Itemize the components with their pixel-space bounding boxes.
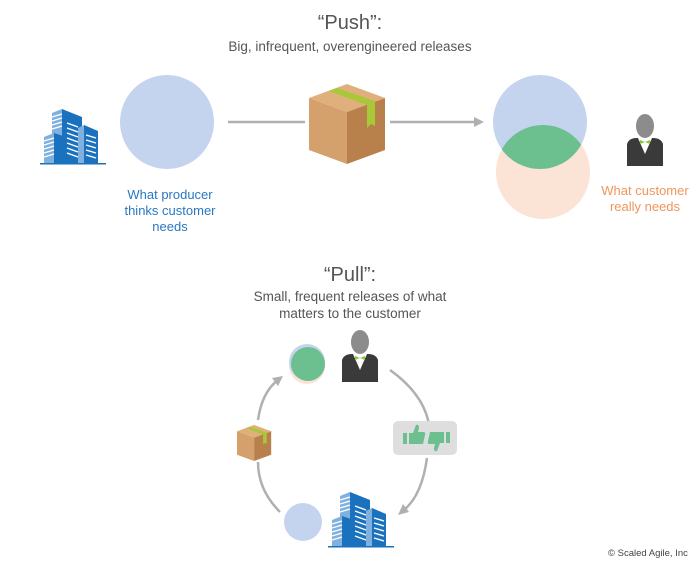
cycle-arc-left-top	[256, 379, 279, 421]
cycle-arc-right-bottom	[403, 457, 429, 511]
producer-building-icon	[39, 108, 107, 166]
release-box-icon	[309, 84, 385, 164]
producer-label-line: thinks customer	[124, 203, 216, 218]
customer-label-line: really needs	[609, 199, 681, 214]
cycle-arrowhead-bottom	[398, 504, 409, 515]
customer-person-icon	[627, 114, 663, 166]
pull-subtitle: Small, frequent releases of what matters…	[200, 288, 500, 322]
cycle-arc-left-bottom	[256, 461, 281, 513]
pull-producer-building-icon	[327, 491, 395, 549]
pull-release-box-icon	[237, 425, 272, 461]
push-subtitle: Big, infrequent, overengineered releases	[228, 39, 472, 54]
push-title: “Push”:	[317, 12, 383, 34]
feedback-panel	[393, 421, 457, 455]
pull-customer-person-icon	[342, 330, 378, 382]
overlap-region	[496, 125, 587, 169]
copyright-notice: © Scaled Agile, Inc	[608, 548, 688, 559]
push-arrowhead	[474, 117, 484, 127]
pull-title: “Pull”:	[323, 264, 377, 286]
producer-label-line: needs	[152, 219, 188, 234]
producer-label: What producer thinks customer needs	[110, 187, 230, 235]
producer-belief-circle	[120, 75, 214, 169]
customer-label-line: What customer	[601, 183, 689, 198]
thumbs-up-icon	[403, 424, 426, 444]
pull-subtitle-line: matters to the customer	[279, 306, 421, 321]
pull-producer-belief-circle	[284, 503, 322, 541]
producer-label-line: What producer	[127, 187, 213, 202]
cycle-arrowhead-top	[272, 376, 283, 386]
pull-subtitle-line: Small, frequent releases of what	[253, 289, 447, 304]
thumbs-down-icon	[427, 432, 450, 452]
pull-overlap-circle	[291, 347, 325, 381]
customer-label: What customer really needs	[590, 183, 700, 215]
